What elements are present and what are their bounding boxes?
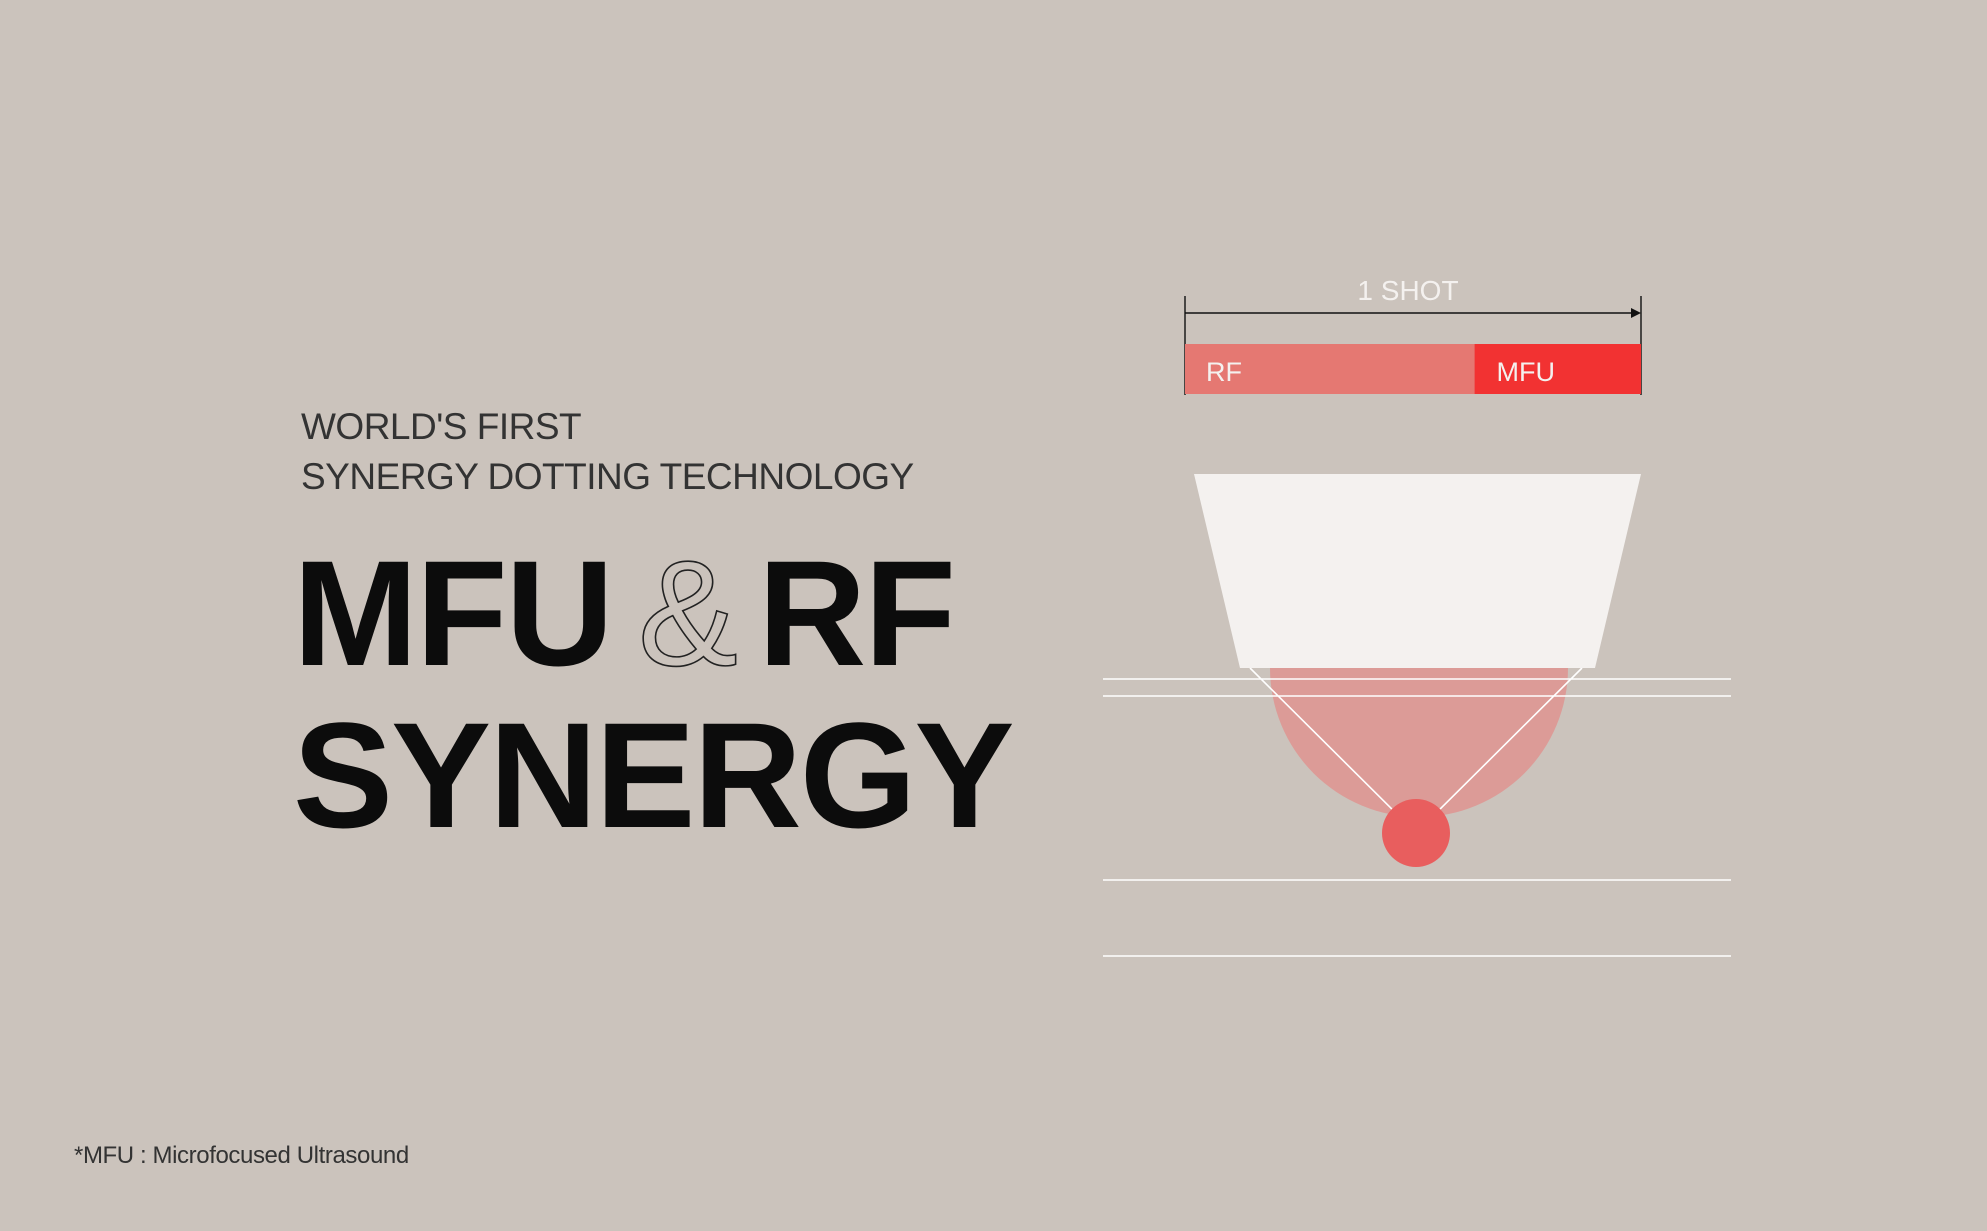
headline-title-line-1: MFU&RF [293,537,956,689]
footnote: *MFU : Microfocused Ultrasound [74,1142,409,1169]
mfu-segment [1474,344,1641,394]
kicker-line-1: WORLD'S FIRST [301,406,582,447]
transducer-head [1194,474,1641,668]
rf-heating-zone [1270,668,1568,817]
arrow-head-icon [1631,308,1641,318]
kicker-line-2: SYNERGY DOTTING TECHNOLOGY [301,456,914,497]
title-mfu: MFU [293,529,614,697]
shot-label: 1 SHOT [1357,275,1458,306]
rf-segment-label: RF [1206,357,1242,387]
mfu-segment-label: MFU [1497,357,1555,387]
title-ampersand: & [637,529,739,697]
headline-title-line-2: SYNERGY [293,691,1015,859]
rf-segment [1185,344,1475,394]
title-rf: RF [757,529,956,697]
mfu-focal-point [1382,799,1450,867]
